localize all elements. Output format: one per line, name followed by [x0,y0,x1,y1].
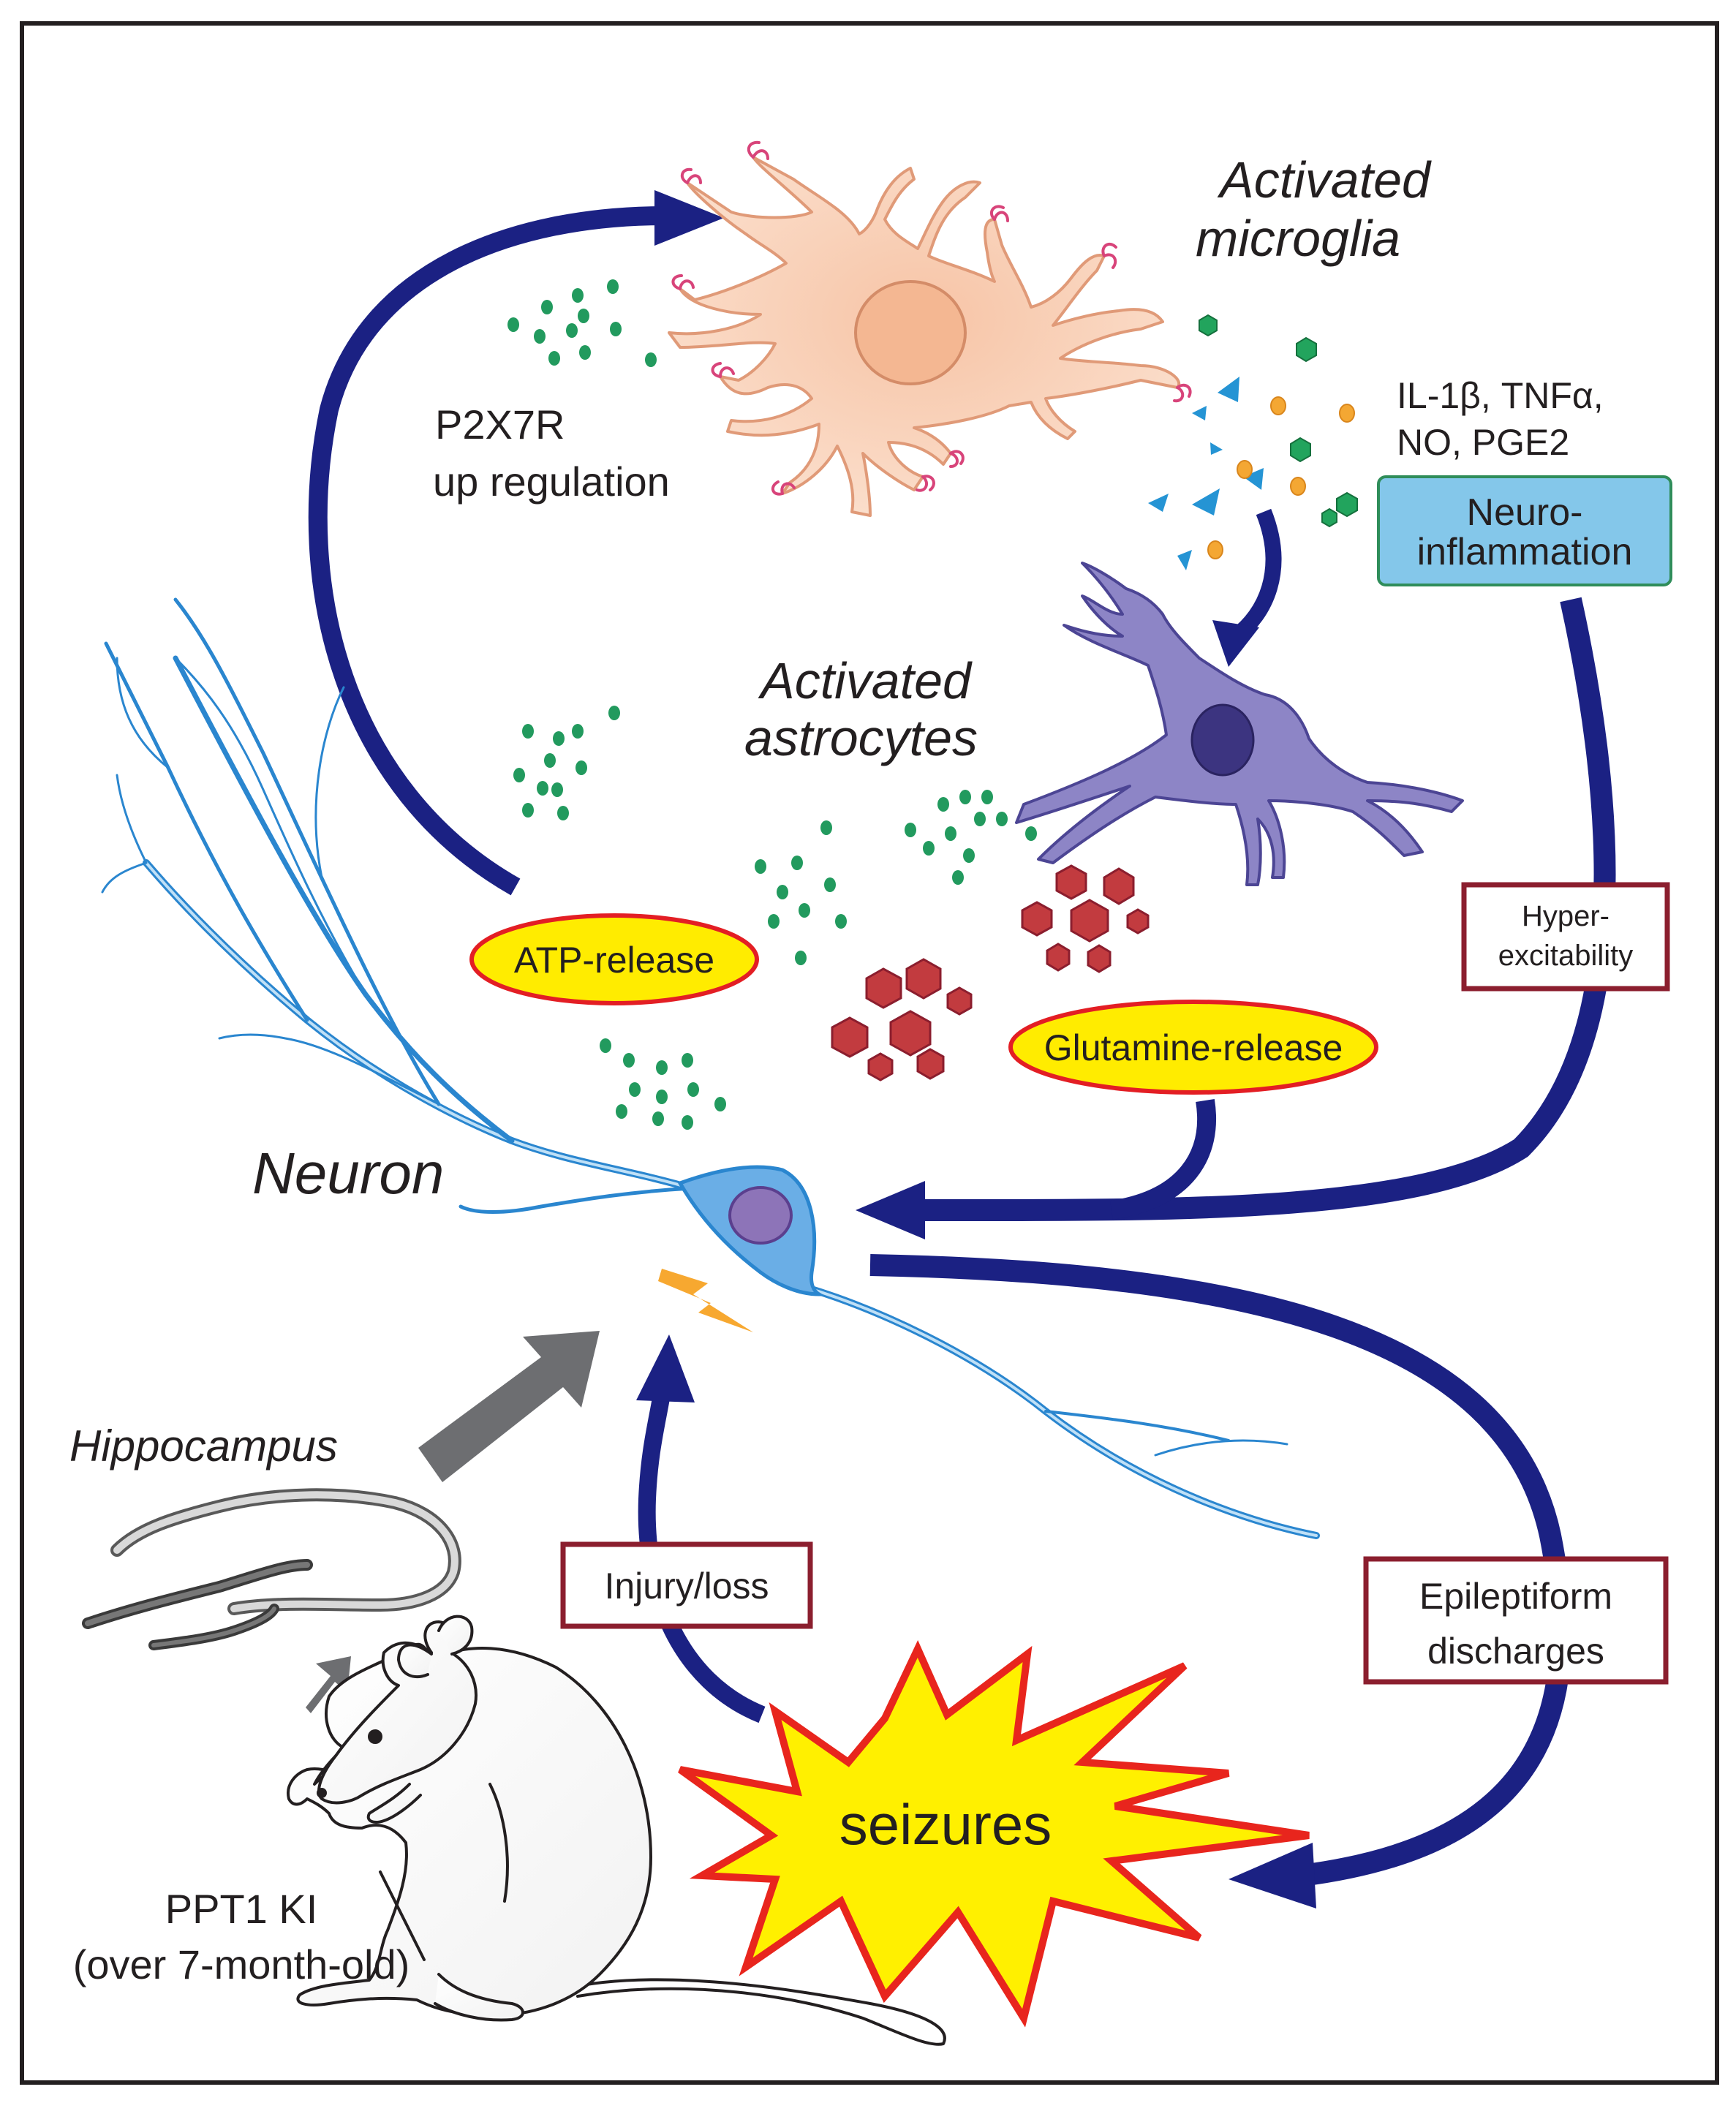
atp-release-label: ATP-release [514,940,714,981]
astrocyte-cell [1015,562,1464,886]
mouse-forepaw [366,1783,422,1824]
mouse-ear-2 [437,1615,474,1655]
astrocytes-label-line2: astrocytes [744,709,978,766]
glutamine-release-ellipse [1008,1000,1378,1095]
microglia-label-line1: Activated [1217,151,1432,208]
hippocampus-drawing [82,1488,461,1650]
red-hexagons-glutamine [831,864,1150,1081]
injury-box [560,1541,813,1629]
atp-to-microglia-arrow [308,206,666,896]
green-dots-atp [507,279,1037,1130]
seizures-to-neuron-arrow [638,1388,766,1723]
cytokine-molecules [1148,314,1358,570]
epileptiform-label-line1: Epileptiform [1419,1576,1612,1617]
hyperexcitability-label-line1: Hyper- [1522,900,1609,932]
microglia-receptors [671,140,1192,496]
microglia-cell [668,140,1192,517]
p2x7r-label-line2: up regulation [433,458,670,505]
neuron-to-seizures-arrow [869,1254,1572,1887]
epileptiform-label-line2: discharges [1427,1631,1604,1672]
text-labels: Activated microglia IL-1β, TNFα, NO, PGE… [69,151,1633,1987]
lightning-icon [658,1269,753,1332]
arrowheads [636,190,1316,1908]
hyperexcitability-box [1461,882,1670,992]
atp-release-ellipse [469,913,759,1005]
mouse-drawing [287,1615,946,2046]
microglia-nucleus [854,280,967,385]
rat-to-hippocampus-arrow [306,1656,351,1713]
cytokines-label-line2: NO, PGE2 [1397,422,1569,463]
hyperexcitability-label-line2: excitability [1498,940,1634,972]
glutamine-to-neuron-arrow [1109,1098,1217,1220]
neuroinflammation-box [1377,475,1672,586]
microglia-to-astrocyte-arrow [1231,508,1282,643]
hippocampus-to-neuron-arrow [418,1331,600,1482]
seizures-starburst [678,1640,1310,2028]
arrowhead-astrocyte [1212,620,1259,667]
astrocytes-label-line1: Activated [758,652,973,709]
microglia-label-line2: microglia [1196,210,1400,267]
neuron-cell [101,597,1320,1539]
model-label-line1: PPT1 KI [165,1886,318,1932]
p2x7r-label-line1: P2X7R [435,401,565,448]
mouse-eye [368,1729,382,1744]
neuroinflammation-label-line1: Neuro- [1467,491,1583,534]
arrows [308,206,1616,1887]
neuroinflammation-label-line2: inflammation [1417,531,1633,573]
neuron-label: Neuron [252,1141,444,1206]
cytokines-label-line1: IL-1β, TNFα, [1397,375,1604,416]
mouse-nose [317,1788,327,1798]
figure-frame [20,21,1719,2085]
arrowhead-neuron [856,1181,925,1239]
injury-loss-label: Injury/loss [604,1566,769,1606]
arrowhead-microglia [654,190,724,246]
arrowhead-seizures [1229,1843,1316,1908]
astrocyte-nucleus [1190,703,1255,777]
mouse-tail [562,1978,946,2046]
epileptiform-box [1363,1556,1669,1685]
hippocampus-label: Hippocampus [69,1421,338,1470]
seizures-label: seizures [839,1792,1052,1857]
mouse-ear [397,1643,433,1679]
gray-arrows [306,1331,600,1713]
glutamine-release-label: Glutamine-release [1044,1027,1343,1068]
model-label-line2: (over 7-month-old) [73,1941,410,1987]
neuron-nucleus [728,1186,793,1245]
arrowhead-injury [636,1334,695,1402]
mouse-hindfoot [434,1973,524,2022]
